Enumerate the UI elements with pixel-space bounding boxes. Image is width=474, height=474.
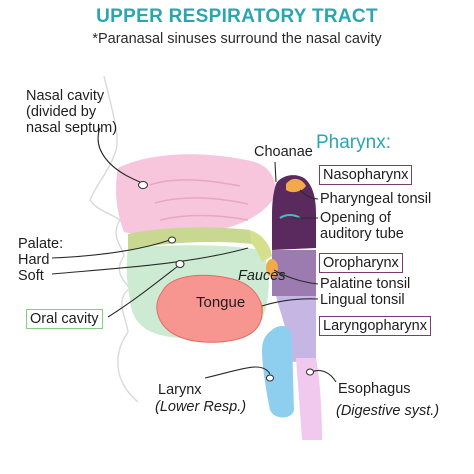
dot-oral-cavity (175, 260, 185, 268)
leader-larynx (204, 366, 271, 379)
leader-lingual-tonsil (261, 298, 319, 307)
esophagus-label: Esophagus (338, 381, 411, 397)
hard-palate-label: Hard (18, 252, 50, 268)
nasal-cavity-line-3: nasal septum) (26, 120, 118, 136)
palatine-tonsil-shape (266, 259, 278, 277)
fauces-label: Fauces (238, 268, 286, 284)
leader-oral-cavity (107, 265, 179, 318)
esophagus-shape (296, 358, 322, 440)
esophagus-note: (Digestive syst.) (336, 403, 440, 419)
leader-esophagus (311, 369, 337, 383)
pharyngeal-tonsil-shape (286, 178, 306, 193)
nasal-concha-line-3 (159, 214, 249, 221)
larynx-label: Larynx (158, 382, 202, 398)
hard-palate-shape (128, 227, 252, 250)
diagram-title: UPPER RESPIRATORY TRACT (96, 6, 378, 27)
leader-palatine-tonsil (273, 269, 319, 285)
tongue-shape (156, 274, 263, 343)
palate-label: Palate: (18, 236, 64, 252)
dot-larynx (266, 374, 274, 382)
oral-cavity-label: Oral cavity (26, 309, 103, 329)
pharynx-heading: Pharynx: (316, 132, 391, 153)
nasal-cavity-line-2: (divided by (26, 104, 97, 120)
face-profile-outline (89, 75, 139, 403)
soft-palate-label: Soft (18, 268, 44, 284)
nasal-cavity-line-1: Nasal cavity (26, 88, 105, 104)
laryngopharynx-shape (276, 296, 316, 362)
laryngopharynx-label: Laryngopharynx (319, 316, 431, 336)
choanae-label: Choanae (254, 144, 313, 160)
oropharynx-label: Oropharynx (319, 253, 403, 273)
larynx-shape (262, 325, 294, 418)
leader-hard (51, 239, 171, 259)
opening-auditory-label: Opening of auditory tube (320, 210, 404, 242)
nasal-cavity-label: Nasal cavity (divided by nasal septum) (26, 88, 117, 136)
tongue-label: Tongue (196, 294, 246, 311)
palatine-tonsil-label: Palatine tonsil (320, 276, 411, 292)
nasal-concha-line-1 (149, 179, 241, 187)
opening-auditory-line-2: auditory tube (320, 226, 404, 242)
dot-nasal-cavity (138, 181, 148, 189)
nasal-cavity-region (116, 154, 276, 236)
nasal-concha-line-2 (154, 197, 249, 205)
pharyngeal-tonsil-label: Pharyngeal tonsil (320, 191, 432, 207)
larynx-note: (Lower Resp.) (155, 399, 247, 415)
soft-palate-shape (250, 230, 272, 262)
leader-choanae (274, 161, 277, 183)
auditory-tube-opening (279, 214, 301, 219)
diagram-subtitle: *Paranasal sinuses surround the nasal ca… (92, 31, 382, 47)
nasopharynx-label: Nasopharynx (319, 165, 413, 185)
dot-hard (168, 236, 176, 244)
leader-soft (51, 247, 249, 275)
opening-auditory-line-1: Opening of (320, 210, 391, 226)
dot-esophagus (306, 368, 314, 376)
leader-pharyngeal-tonsil (299, 189, 319, 200)
leader-nasal-cavity (97, 127, 141, 183)
lingual-tonsil-label: Lingual tonsil (320, 292, 405, 308)
